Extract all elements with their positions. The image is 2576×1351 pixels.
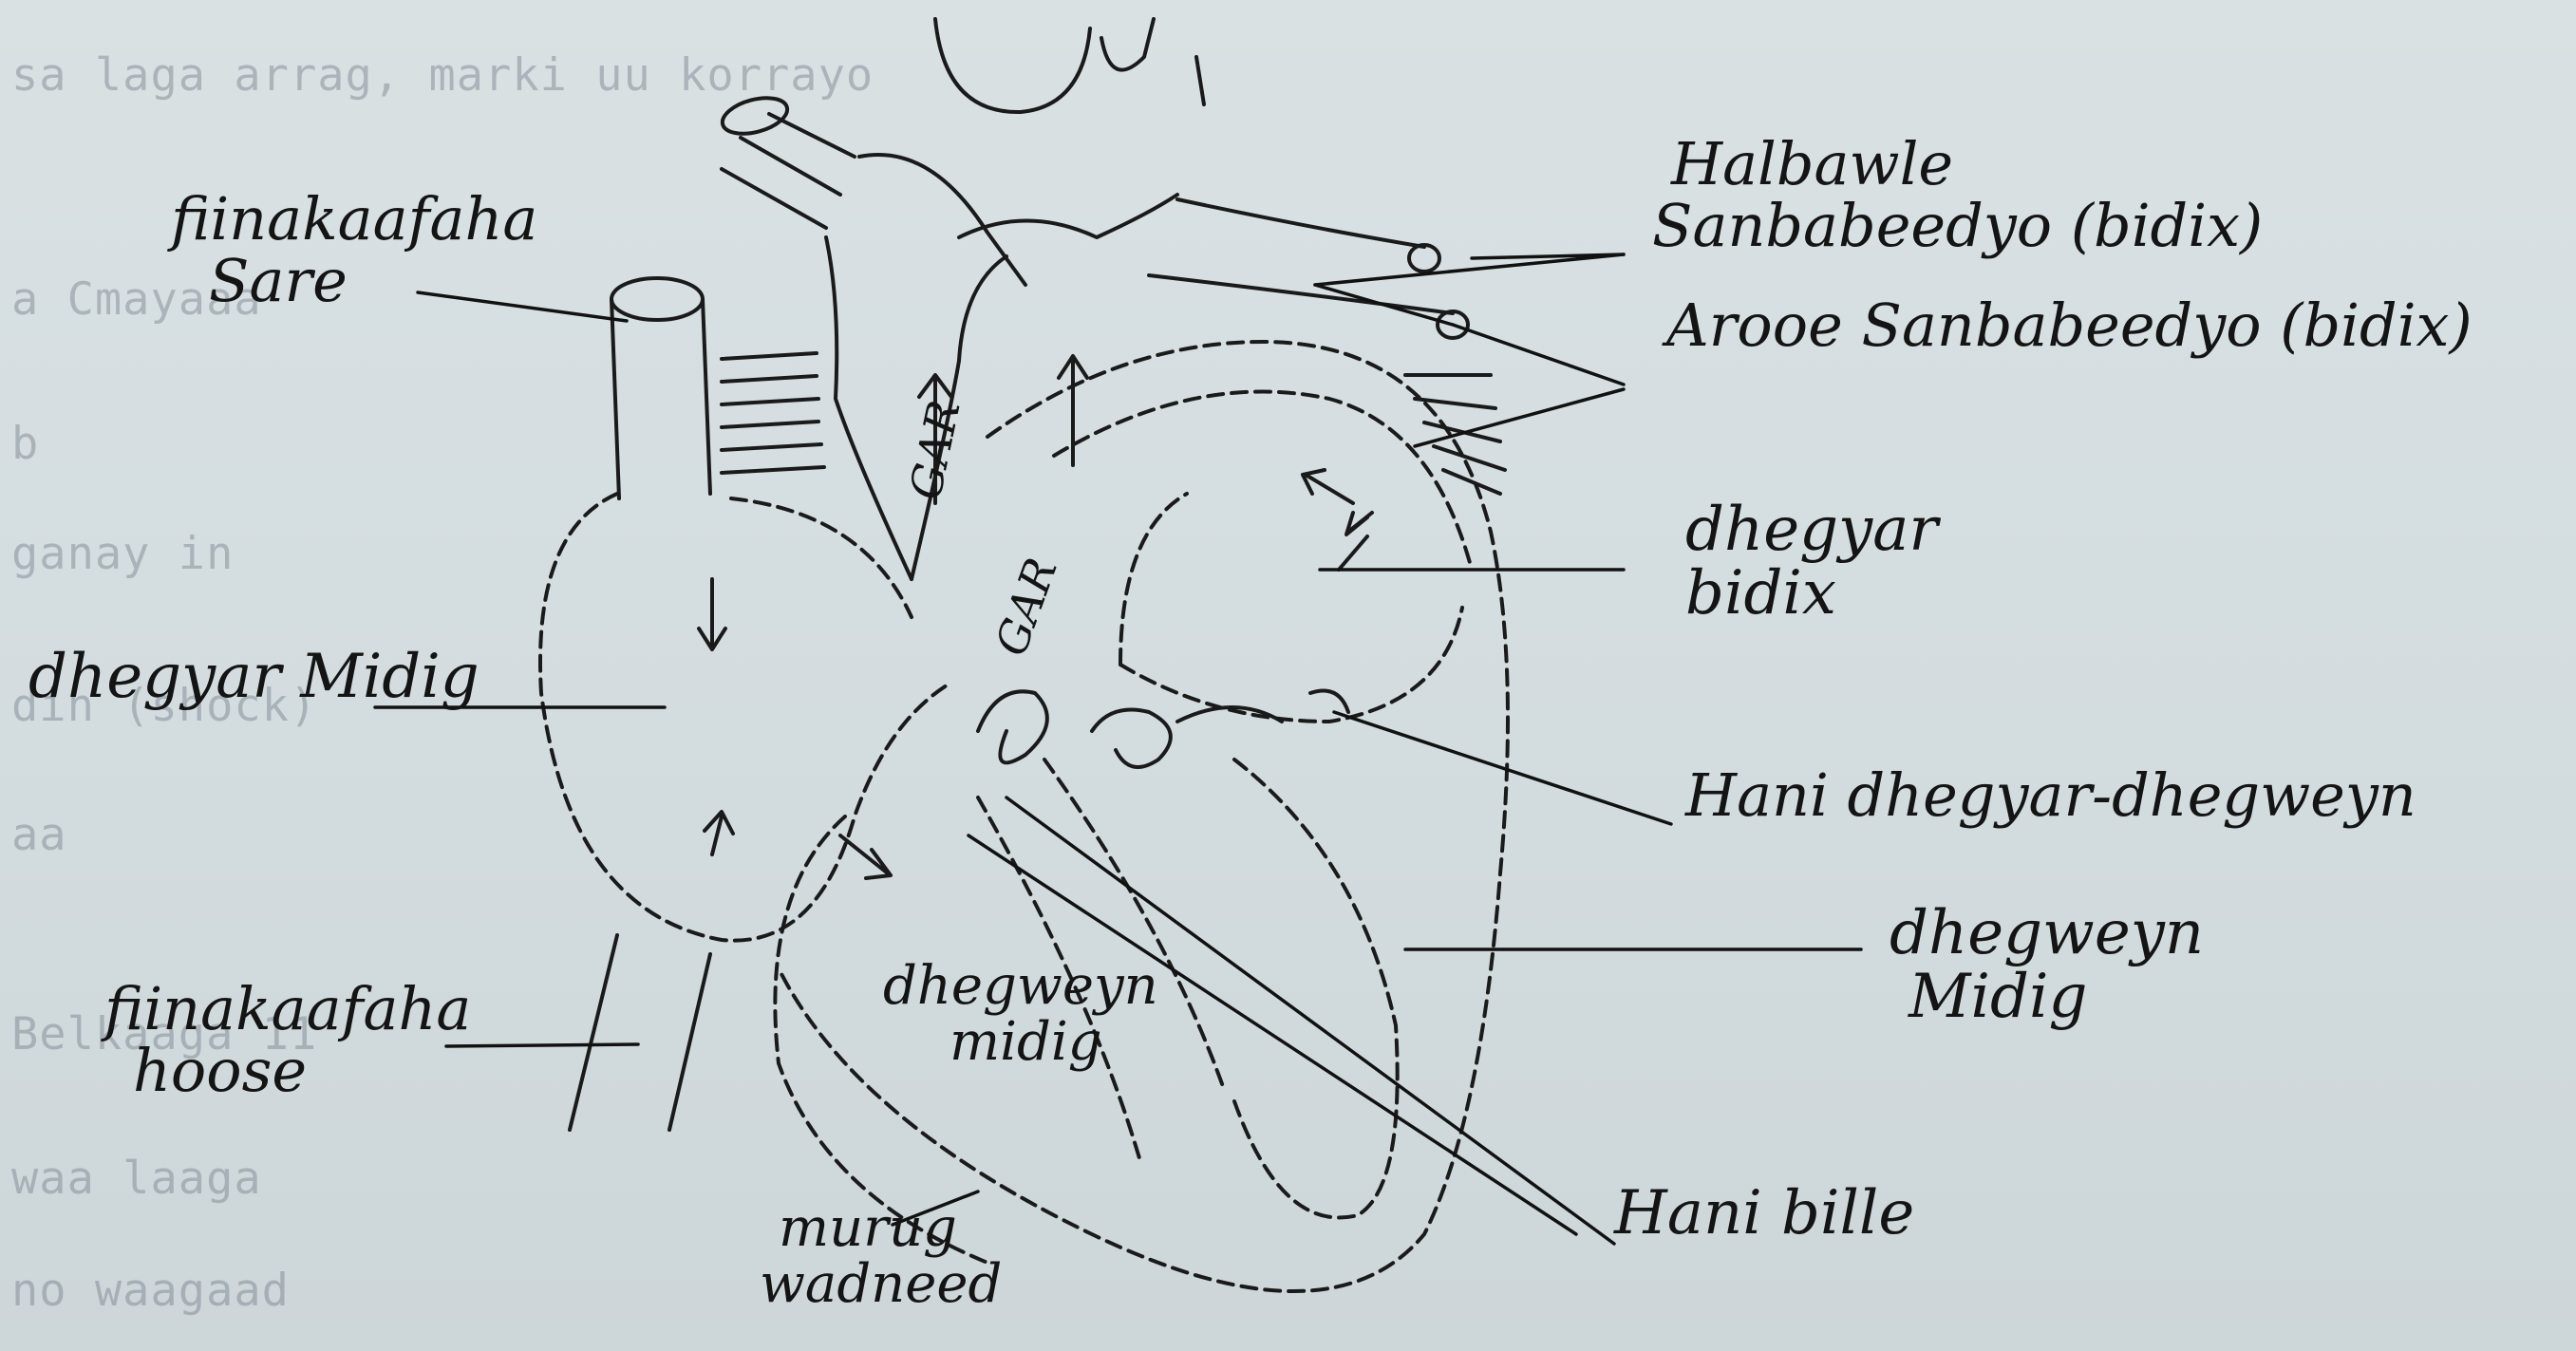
heart-outer-outline: [779, 342, 1508, 1291]
label-line: dhegweyn: [1890, 902, 2204, 966]
label-line: hoose: [133, 1040, 471, 1101]
label-line: fiinakaafaha: [104, 978, 471, 1040]
inferior-vena-cava-stroke: [669, 954, 710, 1130]
aortic-arch-shape: [719, 92, 1468, 579]
valve-shape: [1092, 710, 1171, 768]
superior-vena-cava-shape: [611, 278, 824, 498]
leader-lines: [375, 254, 1861, 1244]
label-dhegyar-bidix: dhegyar bidix: [1685, 498, 1938, 626]
label-hani-dhegyar-dhegweyn: Hani dhegyar-dhegweyn: [1685, 764, 2416, 826]
label-line: Sare: [209, 250, 537, 311]
label-dhegweyn-midig-right: dhegweyn Midig: [1890, 902, 2204, 1029]
inferior-vena-cava-stroke: [570, 935, 617, 1130]
left-atrium-inner: [1120, 608, 1462, 722]
label-line: dhegweyn: [883, 959, 1158, 1015]
label-arooe-sanbabeedyo: Arooe Sanbabeedyo (bidix): [1666, 294, 2473, 356]
left-atrium-inner: [1120, 494, 1187, 665]
label-hani-bille: Hani bille: [1614, 1182, 1914, 1246]
label-line: bidix: [1685, 562, 1938, 626]
label-line: murug: [779, 1201, 1002, 1257]
heart-outer-outline: [1054, 392, 1472, 571]
label-line: Midig: [1908, 966, 2204, 1029]
top-vessel-stroke: [1101, 19, 1154, 70]
top-vessel-stroke: [1196, 57, 1204, 104]
label-dhegweyn-midig-inner: dhegweyn midig: [883, 959, 1158, 1071]
label-line: dhegyar: [1685, 498, 1938, 562]
left-ventricle-outline: [1234, 760, 1398, 1218]
label-line: Sanbabeedyo (bidix): [1652, 195, 2263, 256]
label-finakaafaha-sare: fiinakaafaha Sare: [171, 188, 537, 311]
label-line: Halbawle: [1671, 133, 2263, 195]
label-murug-wadneed: murug wadneed: [760, 1201, 1002, 1313]
valve-shape: [978, 691, 1047, 762]
label-line: midig: [950, 1015, 1158, 1071]
top-vessel-stroke: [935, 19, 1090, 112]
label-line: wadneed: [760, 1257, 1002, 1313]
label-line: fiinakaafaha: [171, 188, 537, 250]
label-dhegyar-midig: dhegyar Midig: [28, 646, 479, 709]
label-finakaafaha-hoose: fiinakaafaha hoose: [104, 978, 471, 1101]
label-halbawle-sanbabeedyo: Halbawle Sanbabeedyo (bidix): [1671, 133, 2263, 256]
